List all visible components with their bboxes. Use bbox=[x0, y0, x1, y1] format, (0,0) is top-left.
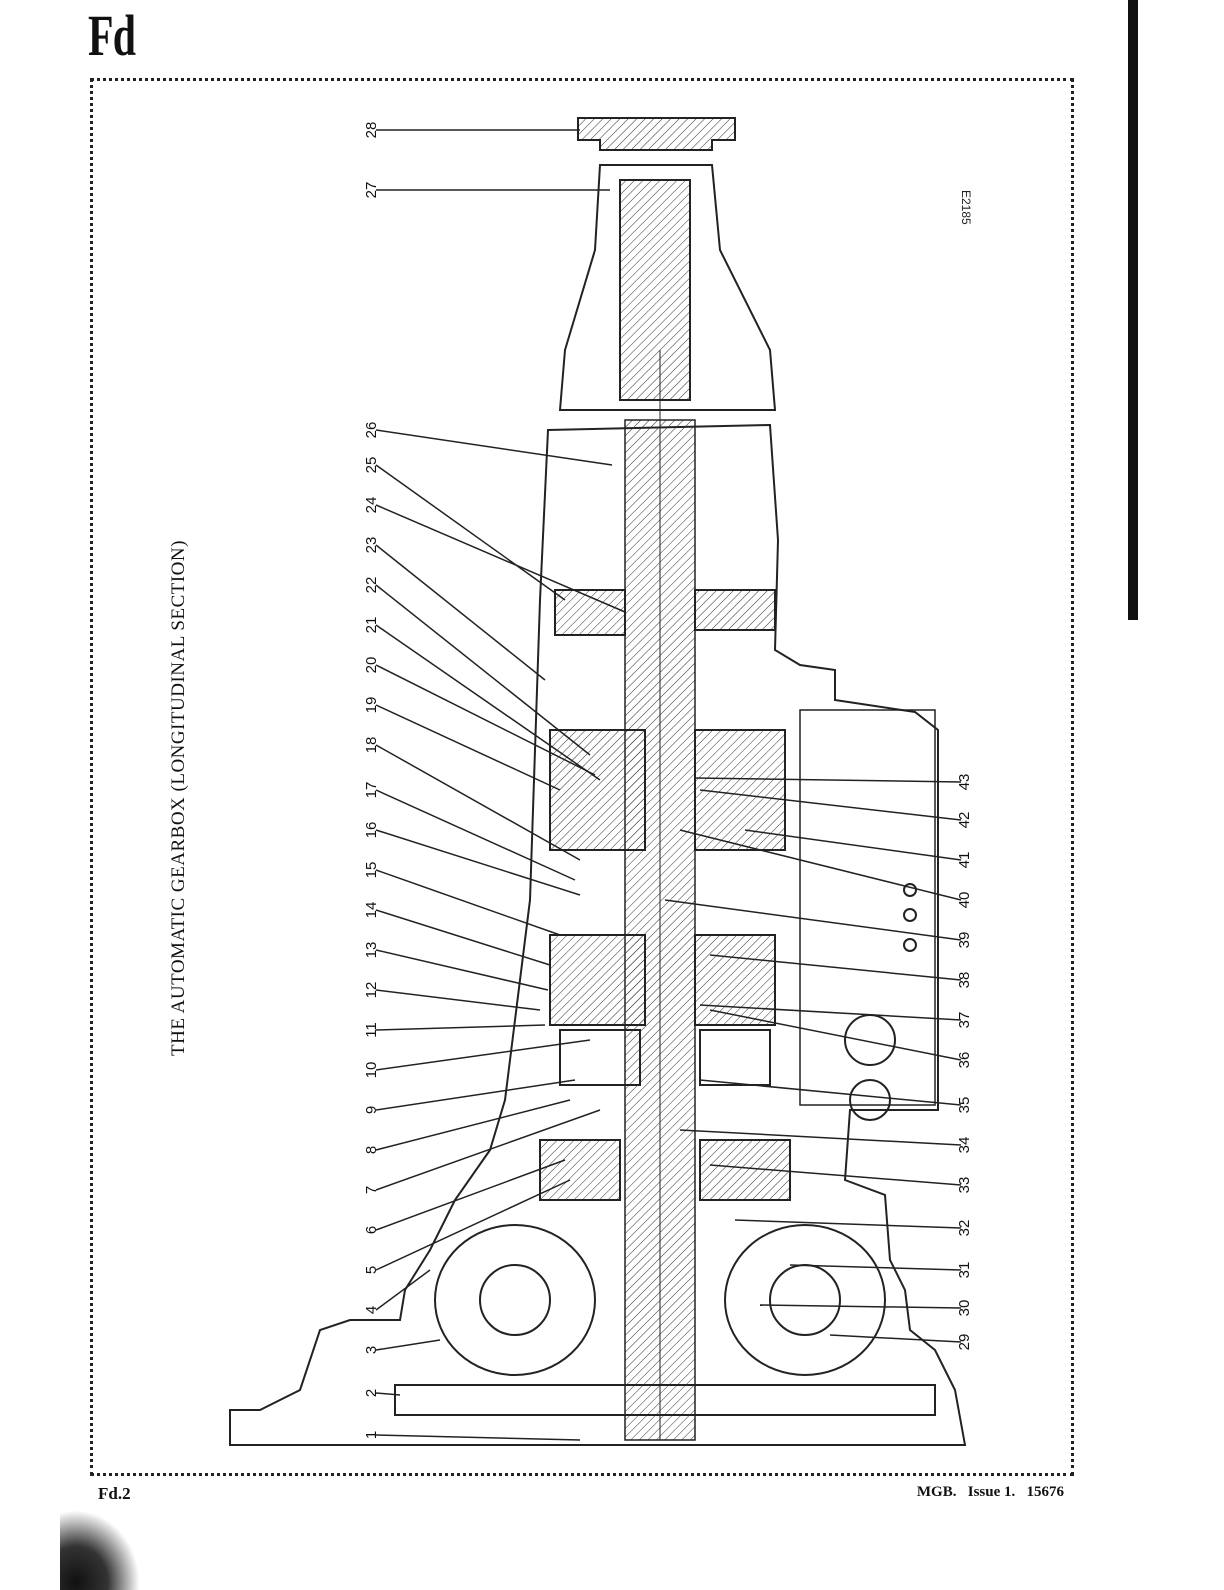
callout-30-leader bbox=[760, 1305, 961, 1308]
callout-15: 15 bbox=[363, 862, 380, 879]
callout-12-leader bbox=[376, 990, 540, 1010]
callout-6: 6 bbox=[363, 1226, 380, 1234]
callout-14: 14 bbox=[363, 902, 380, 919]
footer-number: 15676 bbox=[1027, 1484, 1065, 1500]
callout-10-leader bbox=[376, 1040, 590, 1070]
callout-4: 4 bbox=[363, 1306, 380, 1314]
callout-24: 24 bbox=[363, 497, 380, 514]
callout-35-leader bbox=[700, 1080, 961, 1105]
callout-33: 33 bbox=[956, 1177, 973, 1194]
callout-32-leader bbox=[735, 1220, 961, 1228]
callout-1: 1 bbox=[363, 1431, 380, 1439]
callout-40: 40 bbox=[956, 892, 973, 909]
callout-3: 3 bbox=[363, 1346, 380, 1354]
callout-24-leader bbox=[376, 505, 625, 612]
callout-21: 21 bbox=[363, 617, 380, 634]
callout-11: 11 bbox=[363, 1022, 380, 1038]
callout-29: 29 bbox=[956, 1334, 973, 1351]
footer-model: MGB. bbox=[917, 1484, 957, 1500]
callout-26-leader bbox=[376, 430, 612, 465]
callout-2: 2 bbox=[363, 1389, 380, 1397]
callout-9: 9 bbox=[363, 1106, 380, 1114]
callout-41: 41 bbox=[956, 852, 973, 869]
callout-17: 17 bbox=[363, 782, 380, 799]
callout-9-leader bbox=[376, 1080, 575, 1110]
callout-43: 43 bbox=[956, 774, 973, 791]
callout-8: 8 bbox=[363, 1146, 380, 1154]
callout-3-leader bbox=[376, 1340, 440, 1350]
callout-13: 13 bbox=[363, 942, 380, 959]
callout-38: 38 bbox=[956, 972, 973, 989]
callout-16: 16 bbox=[363, 822, 380, 839]
callout-23-leader bbox=[376, 545, 545, 680]
callouts-right: 43 42 41 40 39 38 37 36 35 34 33 32 31 30 29 bbox=[665, 774, 973, 1351]
callout-26: 26 bbox=[363, 422, 380, 439]
callout-25-leader bbox=[376, 465, 565, 600]
callout-7: 7 bbox=[363, 1186, 380, 1194]
scan-smudge bbox=[60, 1510, 140, 1590]
callout-12: 12 bbox=[363, 982, 380, 999]
callout-31: 31 bbox=[956, 1262, 973, 1279]
page-reference: Fd.2 bbox=[98, 1484, 131, 1504]
callout-39: 39 bbox=[956, 932, 973, 949]
drawing-ref: E2185 bbox=[959, 190, 973, 225]
callout-37: 37 bbox=[956, 1012, 973, 1029]
callout-29-leader bbox=[830, 1335, 961, 1342]
callout-18: 18 bbox=[363, 737, 380, 754]
callout-27: 27 bbox=[363, 182, 380, 199]
callout-23: 23 bbox=[363, 537, 380, 554]
callout-30: 30 bbox=[956, 1300, 973, 1317]
callout-32: 32 bbox=[956, 1220, 973, 1237]
callout-5: 5 bbox=[363, 1266, 380, 1274]
callout-28: 28 bbox=[363, 122, 380, 139]
callout-19-leader bbox=[376, 705, 560, 790]
footer-issue: Issue 1. bbox=[968, 1484, 1016, 1500]
callout-22: 22 bbox=[363, 577, 380, 594]
callout-20: 20 bbox=[363, 657, 380, 674]
callout-25: 25 bbox=[363, 457, 380, 474]
callout-1-leader bbox=[376, 1435, 580, 1440]
callout-17-leader bbox=[376, 790, 575, 880]
callout-34: 34 bbox=[956, 1137, 973, 1154]
footer-info: MGB. Issue 1. 15676 bbox=[917, 1484, 1064, 1501]
callout-42: 42 bbox=[956, 812, 973, 829]
callout-36: 36 bbox=[956, 1052, 973, 1069]
callout-11-leader bbox=[376, 1025, 545, 1030]
callout-35: 35 bbox=[956, 1097, 973, 1114]
callout-10: 10 bbox=[363, 1062, 380, 1079]
callout-19: 19 bbox=[363, 697, 380, 714]
